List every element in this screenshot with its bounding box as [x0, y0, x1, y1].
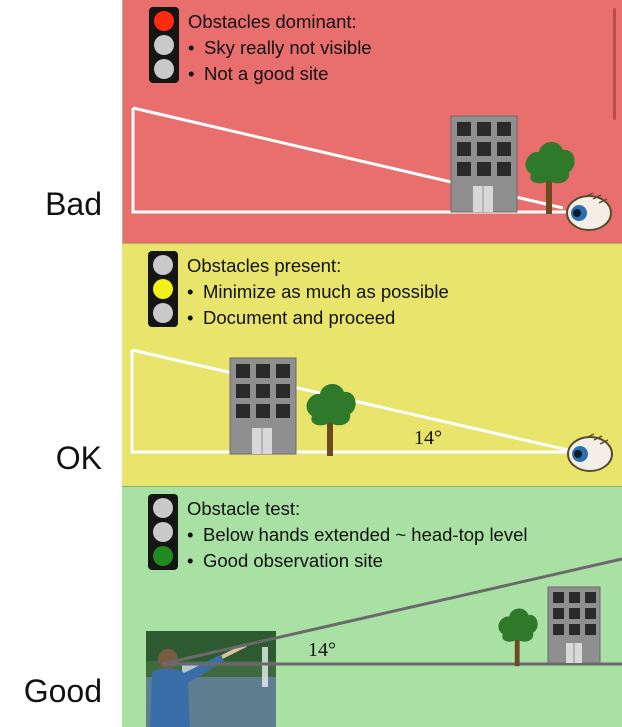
- bad-heading: Obstacles dominant:: [188, 11, 357, 32]
- bad-bullet-2: •Not a good site: [188, 63, 329, 84]
- traffic-light-icon: [149, 7, 179, 83]
- sightline-triangle: [130, 350, 572, 454]
- eye-icon: [567, 433, 613, 472]
- panel-bad: Obstacles dominant: •Sky really not visi…: [122, 0, 622, 243]
- building-icon: [229, 357, 297, 455]
- ok-heading: Obstacles present:: [187, 255, 342, 276]
- sightline-diagonal: [161, 557, 622, 666]
- label-bad: Bad: [45, 186, 102, 222]
- tree-icon: [498, 608, 538, 667]
- traffic-light-icon: [148, 251, 178, 327]
- ok-bullet-2: •Document and proceed: [187, 307, 396, 328]
- good-bullet-2: •Good observation site: [187, 550, 383, 571]
- yellow-bulb: [153, 279, 173, 299]
- bad-bullet-1: •Sky really not visible: [188, 37, 372, 58]
- ok-bullet-1: •Minimize as much as possible: [187, 281, 449, 302]
- tree-icon: [525, 141, 575, 214]
- panel-ok: Obstacles present: •Minimize as much as …: [122, 243, 622, 486]
- good-bullet-1: •Below hands extended ~ head-top level: [187, 524, 528, 545]
- red-bulb: [153, 498, 173, 518]
- yellow-bulb: [154, 35, 174, 55]
- building-icon: [450, 115, 518, 213]
- ok-scene: [130, 348, 613, 472]
- good-text: Obstacle test: •Below hands extended ~ h…: [187, 496, 528, 574]
- person-photo: [146, 631, 276, 727]
- traffic-light-icon: [148, 494, 178, 570]
- building-icon: [547, 586, 601, 664]
- eye-icon: [566, 192, 612, 231]
- tree-icon: [306, 383, 356, 456]
- sightline-triangle: [131, 108, 573, 214]
- good-scene: [146, 557, 622, 727]
- scrollbar[interactable]: [613, 8, 616, 120]
- red-bulb: [153, 255, 173, 275]
- red-bulb: [154, 11, 174, 31]
- bad-text: Obstacles dominant: •Sky really not visi…: [188, 9, 372, 87]
- good-heading: Obstacle test:: [187, 498, 301, 519]
- ok-text: Obstacles present: •Minimize as much as …: [187, 253, 449, 331]
- label-ok: OK: [55, 440, 102, 476]
- good-angle-label: 14°: [308, 639, 336, 661]
- green-bulb: [153, 546, 173, 566]
- bad-scene: [131, 106, 612, 231]
- green-bulb: [154, 59, 174, 79]
- green-bulb: [153, 303, 173, 323]
- label-good: Good: [23, 673, 102, 709]
- yellow-bulb: [153, 522, 173, 542]
- ok-angle-label: 14°: [414, 427, 442, 449]
- panel-good: Obstacle test: •Below hands extended ~ h…: [122, 486, 622, 727]
